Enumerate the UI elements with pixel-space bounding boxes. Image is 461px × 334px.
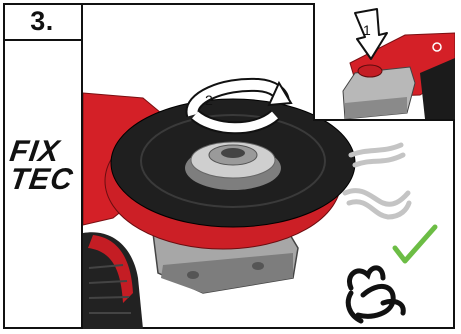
inset-handle — [420, 58, 455, 119]
logo-line-2: TEC — [7, 163, 76, 196]
housing-screw-left — [187, 271, 199, 279]
step-number: 3. — [30, 5, 54, 36]
flange-nut-hole — [221, 148, 245, 158]
open-hand-icon-2 — [342, 188, 412, 220]
handle-ribs — [88, 264, 131, 314]
open-hand-icon-1 — [348, 142, 406, 168]
housing-symbol — [432, 42, 442, 52]
step-number-box: 3. — [3, 3, 83, 41]
inset-lock-button: 1 — [313, 3, 455, 121]
inset-grey-shadow — [345, 97, 407, 119]
spindle-lock-button — [357, 64, 383, 78]
rotate-step-label: 2 — [205, 92, 213, 108]
checkmark-icon — [392, 224, 438, 264]
grinder-illustration: 2 — [83, 3, 455, 329]
rotation-arrow-icon — [185, 77, 293, 135]
column-divider — [81, 3, 83, 329]
logo-line-1: FIX — [7, 135, 63, 168]
grinder-handle — [83, 232, 143, 329]
down-arrow-icon — [354, 8, 388, 60]
gripping-hand-icon — [345, 265, 406, 324]
fixtec-logo: FIX TEC — [7, 135, 78, 196]
grinder-handle-red — [88, 235, 133, 303]
disc-ring — [140, 114, 326, 208]
housing-screw-right — [252, 262, 264, 270]
press-step-label: 1 — [363, 22, 371, 38]
